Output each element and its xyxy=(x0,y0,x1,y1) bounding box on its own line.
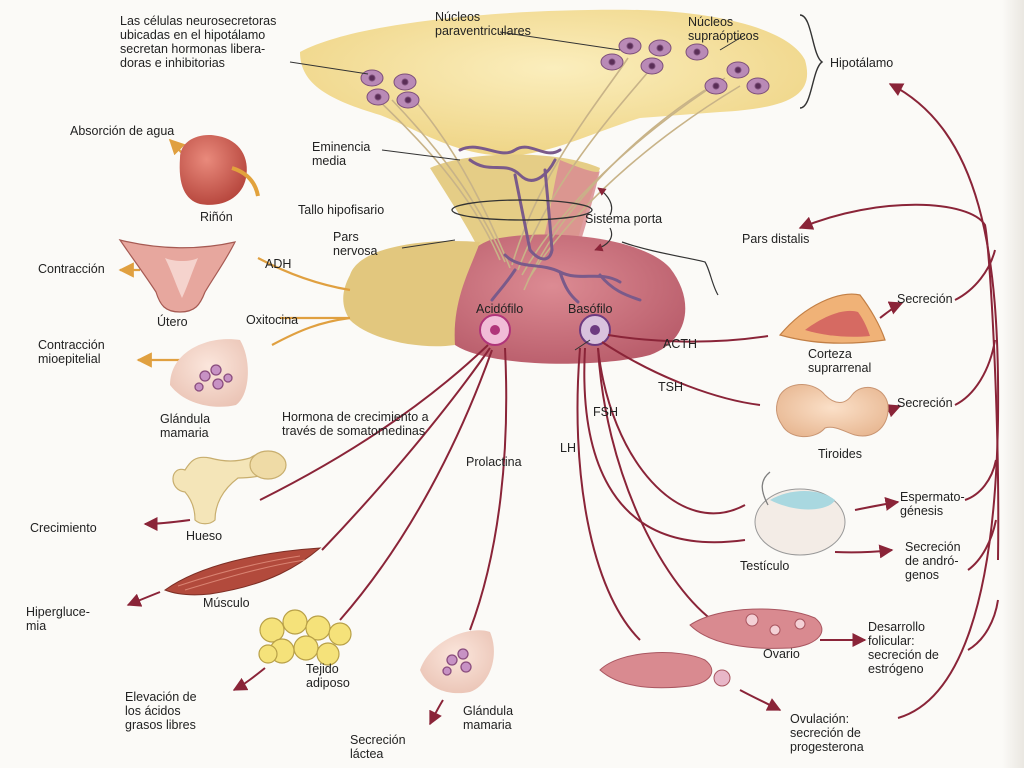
posterior-arrows xyxy=(118,138,351,368)
ovulation-label: Ovulación: secreción de progesterona xyxy=(790,712,864,754)
pointer-lines xyxy=(289,31,746,351)
median-eminence-label: Eminencia media xyxy=(312,140,371,168)
anterior-pituitary xyxy=(442,234,686,364)
page-edge-shadow xyxy=(1002,0,1024,768)
testis-label: Testículo xyxy=(740,559,790,573)
tsh-label: TSH xyxy=(658,380,683,394)
supraoptic-neurons-center xyxy=(600,37,672,75)
follicular-development-label: Desarrollo folicular: secreción de estró… xyxy=(868,620,939,676)
feedback-loops xyxy=(798,83,1000,719)
portal-system-label: Sistema porta xyxy=(585,212,663,226)
adh-label: ADH xyxy=(265,257,292,271)
uterus-label: Útero xyxy=(157,315,188,329)
acth-label: ACTH xyxy=(663,337,698,351)
muscle-illustration xyxy=(163,547,322,596)
oxytocin-label: Oxitocina xyxy=(246,313,299,327)
fatty-acids-label: Elevación de los ácidos grasos libres xyxy=(125,690,197,732)
uterus-illustration xyxy=(118,239,237,313)
testis-illustration xyxy=(754,471,846,556)
hypothalamus-region xyxy=(300,9,808,156)
supraoptic-nuclei-label: Núcleos supraópticos xyxy=(688,15,759,43)
contraction-label: Contracción xyxy=(38,262,105,276)
adipose-illustration xyxy=(258,609,352,666)
thyroid-secretion-label: Secreción xyxy=(897,396,953,410)
mammary-gland-top-label: Glándula mamaria xyxy=(160,412,211,440)
ovulating-ovary-illustration xyxy=(599,652,731,689)
hypothalamus-brace xyxy=(799,14,824,109)
bone-illustration xyxy=(172,450,287,525)
growth-label: Crecimiento xyxy=(30,521,97,535)
adrenal-cortex-illustration xyxy=(778,293,886,344)
portal-vessels xyxy=(458,145,642,304)
ovary-illustration xyxy=(689,608,823,649)
kidney-label: Riñón xyxy=(200,210,233,224)
ovary-label: Ovario xyxy=(763,647,800,661)
acidophil-cell xyxy=(479,314,511,346)
basophil-label: Basófilo xyxy=(568,302,613,316)
paraventricular-nuclei-label: Núcleos paraventriculares xyxy=(435,10,531,38)
posterior-pituitary xyxy=(343,240,480,347)
lh-label: LH xyxy=(560,441,576,455)
mammary-gland-bottom-label: Glándula mamaria xyxy=(463,704,514,732)
growth-hormone-label: Hormona de crecimiento a través de somat… xyxy=(282,410,429,438)
muscle-label: Músculo xyxy=(203,596,250,610)
mammary-gland-top-illustration xyxy=(170,339,248,407)
spermatogenesis-label: Espermato- génesis xyxy=(900,490,965,518)
basophil-cell xyxy=(579,314,611,346)
supraoptic-neurons-right xyxy=(685,43,770,95)
anterior-brace xyxy=(621,241,719,296)
neurosecretory-cells-label: Las células neurosecretoras ubicadas en … xyxy=(120,14,277,70)
thyroid-label: Tiroides xyxy=(818,447,862,461)
portal-arrow-down xyxy=(594,227,613,252)
bone-label: Hueso xyxy=(186,529,223,543)
adrenal-secretion-label: Secreción xyxy=(897,292,953,306)
anterior-hormone-lines xyxy=(259,334,769,641)
stalk-ring xyxy=(451,199,593,221)
prolactin-label: Prolactina xyxy=(466,455,522,469)
hypothalamus-label: Hipotálamo xyxy=(830,56,894,70)
pars-nervosa-label: Pars nervosa xyxy=(333,230,378,258)
portal-arrow-up xyxy=(597,187,613,216)
axon-bundles xyxy=(369,57,741,291)
pars-distalis-label: Pars distalis xyxy=(742,232,810,246)
thyroid-illustration xyxy=(776,384,889,438)
milk-secretion-label: Secreción láctea xyxy=(350,733,406,761)
paraventricular-neurons xyxy=(360,69,420,109)
kidney-illustration xyxy=(179,134,260,205)
mammary-gland-bottom-illustration xyxy=(420,630,494,694)
fsh-label: FSH xyxy=(593,405,618,419)
water-absorption-label: Absorción de agua xyxy=(70,124,175,138)
pituitary-stalk-label: Tallo hipofisario xyxy=(298,203,385,217)
androgen-secretion-label: Secreción de andró- genos xyxy=(905,540,961,582)
myoepithelial-contraction-label: Contracción mioepitelial xyxy=(38,338,105,366)
acidophil-label: Acidófilo xyxy=(476,302,524,316)
adipose-tissue-label: Tejido adiposo xyxy=(306,662,350,690)
adrenal-cortex-label: Corteza suprarrenal xyxy=(808,347,872,375)
hyperglycemia-label: Hipergluce- mia xyxy=(26,605,90,633)
